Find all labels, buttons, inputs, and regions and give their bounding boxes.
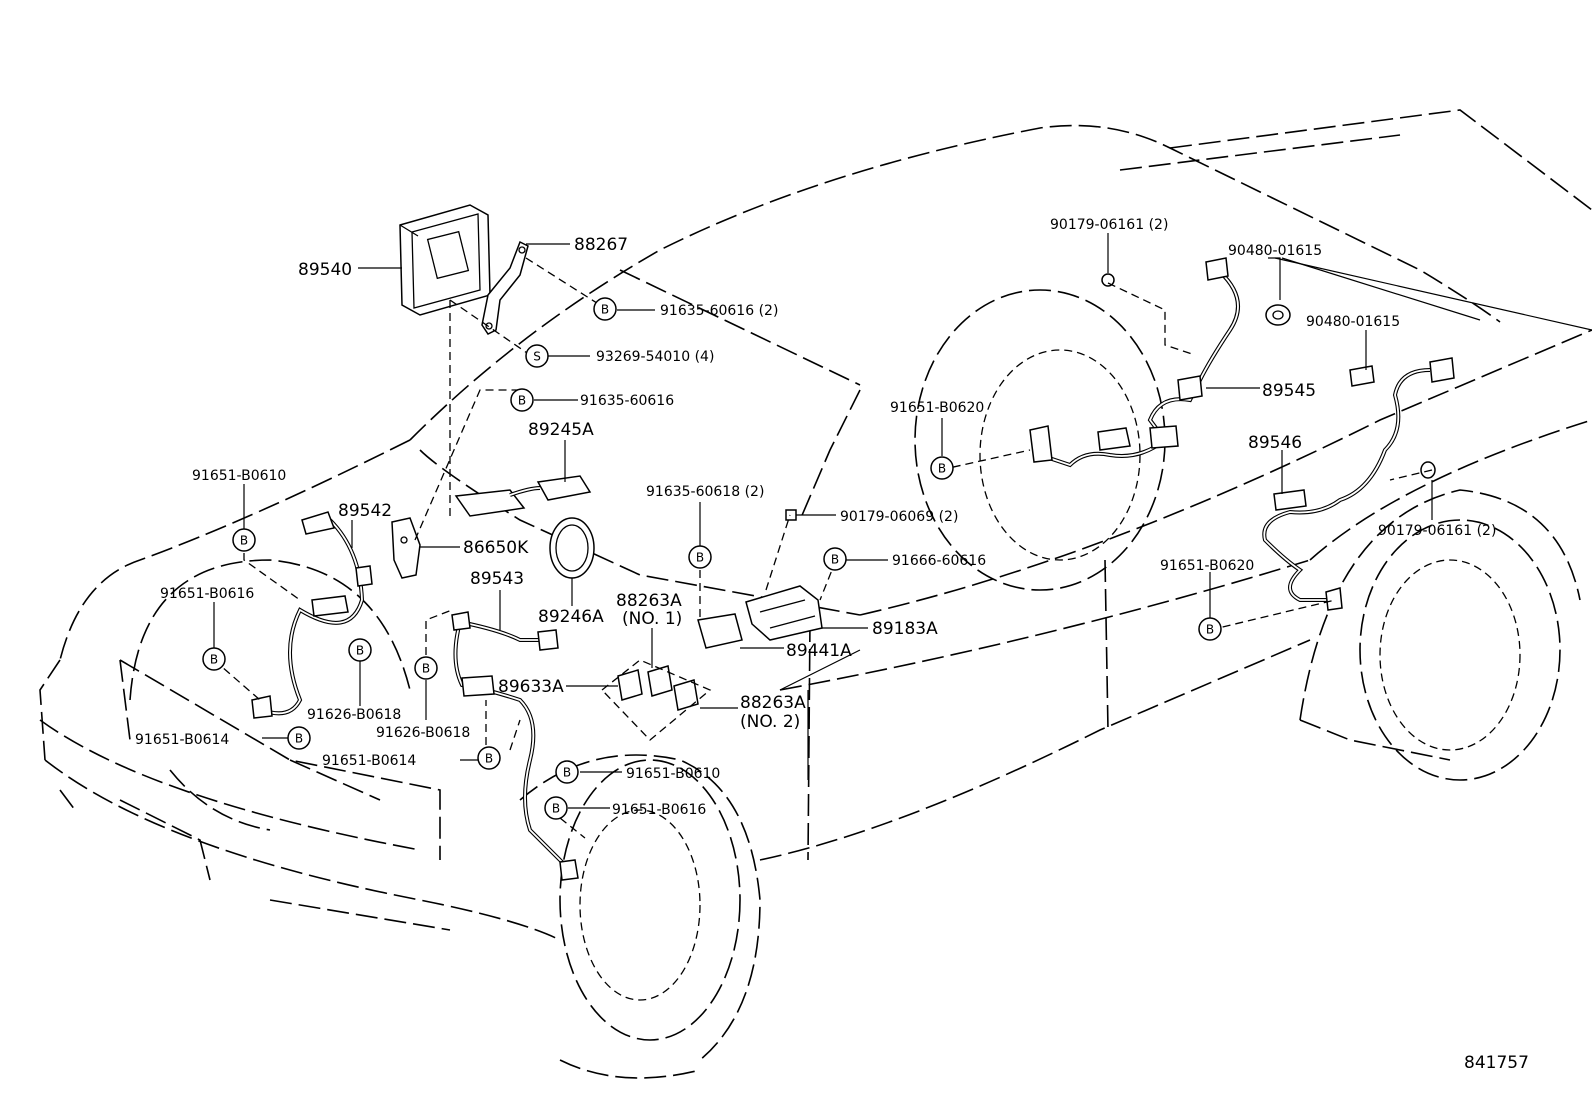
diagram-id: 841757	[1464, 1053, 1529, 1073]
speed-sensor-bracket	[391, 517, 421, 579]
label-relay-no2: 88263A	[740, 693, 806, 713]
label-nut-rr-upper: 90179-06161 (2)	[1050, 217, 1168, 233]
marker-b-fl-upper: B	[232, 528, 256, 552]
label-front-left-sensor: 89542	[338, 501, 392, 521]
label-front-right-sensor: 89543	[470, 569, 524, 589]
leader-lines	[213, 233, 1592, 809]
marker-b-rr: B	[930, 456, 954, 480]
label-spiral: 86650K	[463, 538, 529, 558]
label-bolt-fr-mid: 91651-B0616	[612, 802, 706, 818]
marker-b-fr-mid: B	[544, 796, 568, 820]
svg-text:B: B	[210, 653, 218, 667]
sensor-ring	[549, 517, 595, 579]
marker-b-fl-lower: B	[287, 726, 311, 750]
label-bolt-fl-mid: 91651-B0616	[160, 586, 254, 602]
svg-text:B: B	[696, 551, 704, 565]
label-screw-ecu: 93269-54010 (4)	[596, 349, 714, 365]
svg-text:B: B	[356, 644, 364, 658]
label-bolt-rl: 91651-B0620	[1160, 558, 1254, 574]
svg-text:B: B	[552, 802, 560, 816]
label-clamp-fl: 91626-B0618	[307, 707, 401, 723]
label-nut-rl: 90179-06161 (2)	[1378, 523, 1496, 539]
label-actuator-sub: 89441A	[786, 641, 852, 661]
svg-text:B: B	[240, 534, 248, 548]
label-bolt-fl-lower: 91651-B0614	[135, 732, 229, 748]
marker-b-fl-mid: B	[202, 647, 226, 671]
label-nut-actuator: 90179-06069 (2)	[840, 509, 958, 525]
svg-text:B: B	[938, 462, 946, 476]
label-bolt-fl-upper: 91651-B0610	[192, 468, 286, 484]
marker-b-ecu-bolt: B	[593, 297, 617, 321]
label-ecu: 89540	[298, 260, 352, 280]
label-rear-left-sensor: 89546	[1248, 433, 1302, 453]
label-relay-no1-sub: (NO. 1)	[622, 609, 682, 629]
marker-b-actuator-side: B	[823, 547, 847, 571]
label-bolt-actuator-side: 91666-60616	[892, 553, 986, 569]
label-bracket-ecu: 88267	[574, 235, 628, 255]
label-sensor-ring: 89246A	[538, 607, 604, 627]
svg-text:S: S	[533, 350, 541, 364]
label-bolt-ecu: 91635-60616 (2)	[660, 303, 778, 319]
marker-b-rl: B	[1198, 617, 1222, 641]
marker-b-fl-clamp: B	[348, 638, 372, 662]
marker-b-fr-lower: B	[477, 746, 501, 770]
rear-right-sensor	[1029, 257, 1291, 468]
svg-text:B: B	[295, 732, 303, 746]
marker-b-fr-upper: B	[555, 760, 579, 784]
part-labels: 89540 88267 91635-60616 (2) 93269-54010 …	[135, 217, 1529, 1073]
relays	[601, 613, 743, 741]
label-sensor-harness: 89633A	[498, 677, 564, 697]
front-left-sensor	[251, 511, 373, 719]
abs-ecu	[399, 204, 491, 316]
front-right-sensor	[451, 611, 579, 881]
label-bolt-fr-upper: 91651-B0610	[626, 766, 720, 782]
svg-text:B: B	[601, 303, 609, 317]
label-grommet-rr: 90480-01615	[1228, 243, 1322, 259]
svg-text:B: B	[831, 553, 839, 567]
label-grommet-rl: 90480-01615	[1306, 314, 1400, 330]
marker-b-sensor-bolt: B	[510, 388, 534, 412]
svg-text:B: B	[422, 662, 430, 676]
label-bolt-sensor: 91635-60616	[580, 393, 674, 409]
circle-markers: B S B B B B B B B B B B B B B	[202, 297, 1222, 820]
label-bolt-fr-lower: 91651-B0614	[322, 753, 416, 769]
rear-left-sensor	[1262, 357, 1455, 611]
label-bolt-actuator: 91635-60618 (2)	[646, 484, 764, 500]
label-rear-right-sensor: 89545	[1262, 381, 1316, 401]
marker-s-ecu-screw: S	[525, 344, 549, 368]
label-relay-no2-sub: (NO. 2)	[740, 712, 800, 732]
svg-text:B: B	[1206, 623, 1214, 637]
car-body-outline	[39, 109, 1592, 1079]
label-yaw-sensor: 89245A	[528, 420, 594, 440]
label-relay-no1: 88263A	[616, 591, 682, 611]
svg-text:B: B	[563, 766, 571, 780]
marker-b-actuator: B	[688, 545, 712, 569]
svg-text:B: B	[518, 394, 526, 408]
marker-b-fr-clamp: B	[414, 656, 438, 680]
ecu-bracket	[481, 240, 529, 335]
svg-text:B: B	[485, 752, 493, 766]
label-bolt-rr: 91651-B0620	[890, 400, 984, 416]
label-clamp-fr: 91626-B0618	[376, 725, 470, 741]
abs-actuator	[745, 509, 823, 641]
label-actuator: 89183A	[872, 619, 938, 639]
yaw-rate-sensor	[454, 475, 592, 517]
